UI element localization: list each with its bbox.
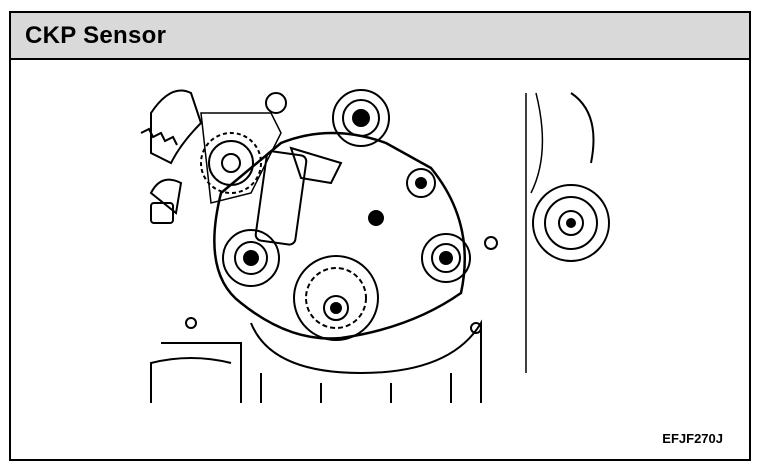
- cam-sprocket-drawing: [200, 112, 282, 204]
- alternator-pulley-drawing: [525, 92, 610, 373]
- figure-frame: CKP Sensor: [9, 11, 751, 461]
- left-gear-drawing: [140, 89, 203, 224]
- top-idler-drawing: [265, 89, 390, 147]
- timing-belt-drawing: [213, 131, 466, 340]
- figure-code: EFJF270J: [662, 431, 723, 446]
- page-title: CKP Sensor: [25, 22, 167, 49]
- sensor-body-drawing: [254, 146, 384, 246]
- oil-pan-drawing: [150, 236, 498, 403]
- engine-timing-belt-illustration: [140, 89, 610, 403]
- crank-sprocket-drawing: [293, 255, 379, 341]
- right-small-pulley-drawing: [406, 168, 471, 283]
- title-bar: CKP Sensor: [11, 13, 749, 60]
- left-pulley-drawing: [222, 229, 280, 287]
